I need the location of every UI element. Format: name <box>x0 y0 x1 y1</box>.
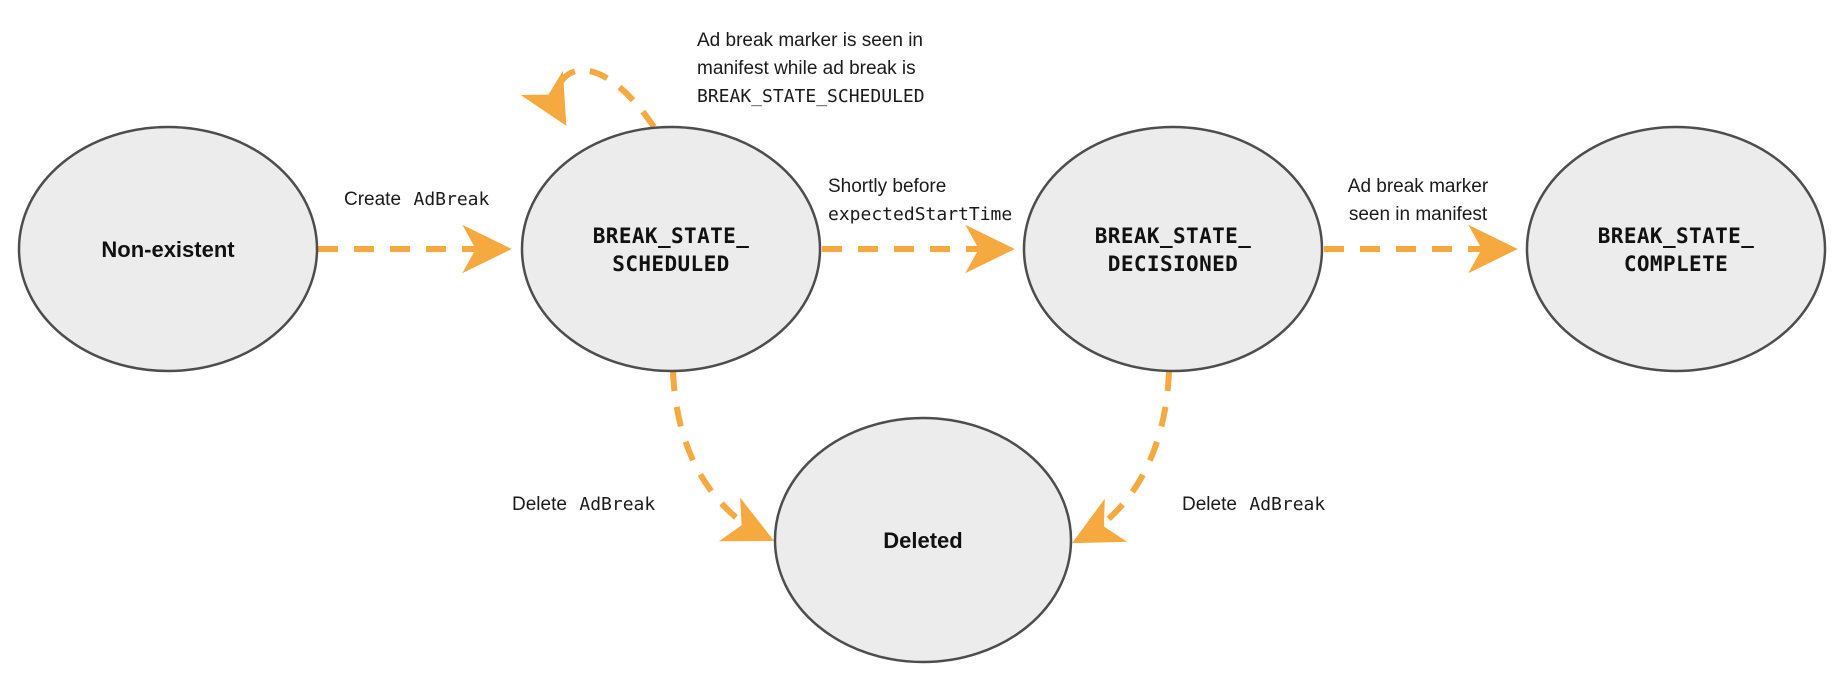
node-break-state-complete-label-line1: BREAK_STATE_ <box>1598 224 1755 248</box>
edge-label-marker-seen: Ad break marker seen in manifest <box>1348 176 1489 225</box>
edge-delete-from-scheduled-path <box>670 370 775 542</box>
node-break-state-decisioned-shape <box>1022 125 1324 373</box>
node-non-existent-shape <box>17 125 319 373</box>
edge-label-self-loop: Ad break marker is seen in manifest whil… <box>697 30 925 107</box>
edge-label-create-adbreak-text: Create AdBreak <box>344 189 490 210</box>
edge-label-delete-from-scheduled: Delete AdBreak <box>512 494 655 515</box>
node-break-state-complete[interactable]: BREAK_STATE_ COMPLETE <box>1525 125 1827 373</box>
node-break-state-scheduled-shape <box>520 125 822 373</box>
node-break-state-scheduled[interactable]: BREAK_STATE_ SCHEDULED <box>520 125 822 373</box>
edge-label-create-word: Create <box>344 189 401 210</box>
edge-label-self-loop-line1: Ad break marker is seen in <box>697 30 923 51</box>
edge-label-self-loop-line2: manifest while ad break is <box>697 58 916 79</box>
node-deleted-shape <box>773 416 1073 664</box>
node-break-state-decisioned-label-line2: DECISIONED <box>1108 252 1238 276</box>
edge-label-marker-seen-line1: Ad break marker <box>1348 176 1489 197</box>
edge-label-delete-right-word: Delete <box>1182 494 1237 515</box>
edge-delete-from-decisioned-path <box>1072 370 1172 544</box>
edge-label-delete-left-mono: AdBreak <box>579 494 655 515</box>
edge-label-self-loop-line3: BREAK_STATE_SCHEDULED <box>697 86 925 107</box>
edge-label-delete-from-scheduled-text: Delete AdBreak <box>512 494 655 515</box>
edge-label-delete-from-decisioned: Delete AdBreak <box>1182 494 1325 515</box>
edge-label-delete-right-mono: AdBreak <box>1249 494 1325 515</box>
edge-self-loop-scheduled <box>520 67 657 129</box>
node-break-state-decisioned[interactable]: BREAK_STATE_ DECISIONED <box>1022 125 1324 373</box>
edge-label-create-mono: AdBreak <box>413 189 489 210</box>
edge-label-delete-left-word: Delete <box>512 494 567 515</box>
edge-self-loop-scheduled-path <box>520 67 657 129</box>
edge-delete-from-decisioned <box>1072 370 1172 544</box>
edge-delete-from-scheduled <box>670 370 775 542</box>
node-break-state-decisioned-label-line1: BREAK_STATE_ <box>1095 224 1252 248</box>
node-break-state-complete-label-line2: COMPLETE <box>1624 252 1728 276</box>
edge-label-create-adbreak: Create AdBreak <box>344 189 490 210</box>
node-break-state-scheduled-label-line2: SCHEDULED <box>612 252 729 276</box>
edge-label-delete-from-decisioned-text: Delete AdBreak <box>1182 494 1325 515</box>
node-break-state-complete-shape <box>1525 125 1827 373</box>
node-break-state-scheduled-label-line1: BREAK_STATE_ <box>593 224 750 248</box>
edge-label-shortly-before-line2: expectedStartTime <box>828 204 1012 225</box>
edge-label-marker-seen-line2: seen in manifest <box>1349 204 1488 225</box>
node-deleted[interactable]: Deleted <box>773 416 1073 664</box>
edge-label-shortly-before: Shortly before expectedStartTime <box>828 176 1012 225</box>
node-non-existent[interactable]: Non-existent <box>17 125 319 373</box>
node-deleted-label: Deleted <box>883 528 962 553</box>
node-non-existent-label: Non-existent <box>101 237 235 262</box>
edge-label-shortly-before-line1: Shortly before <box>828 176 946 197</box>
